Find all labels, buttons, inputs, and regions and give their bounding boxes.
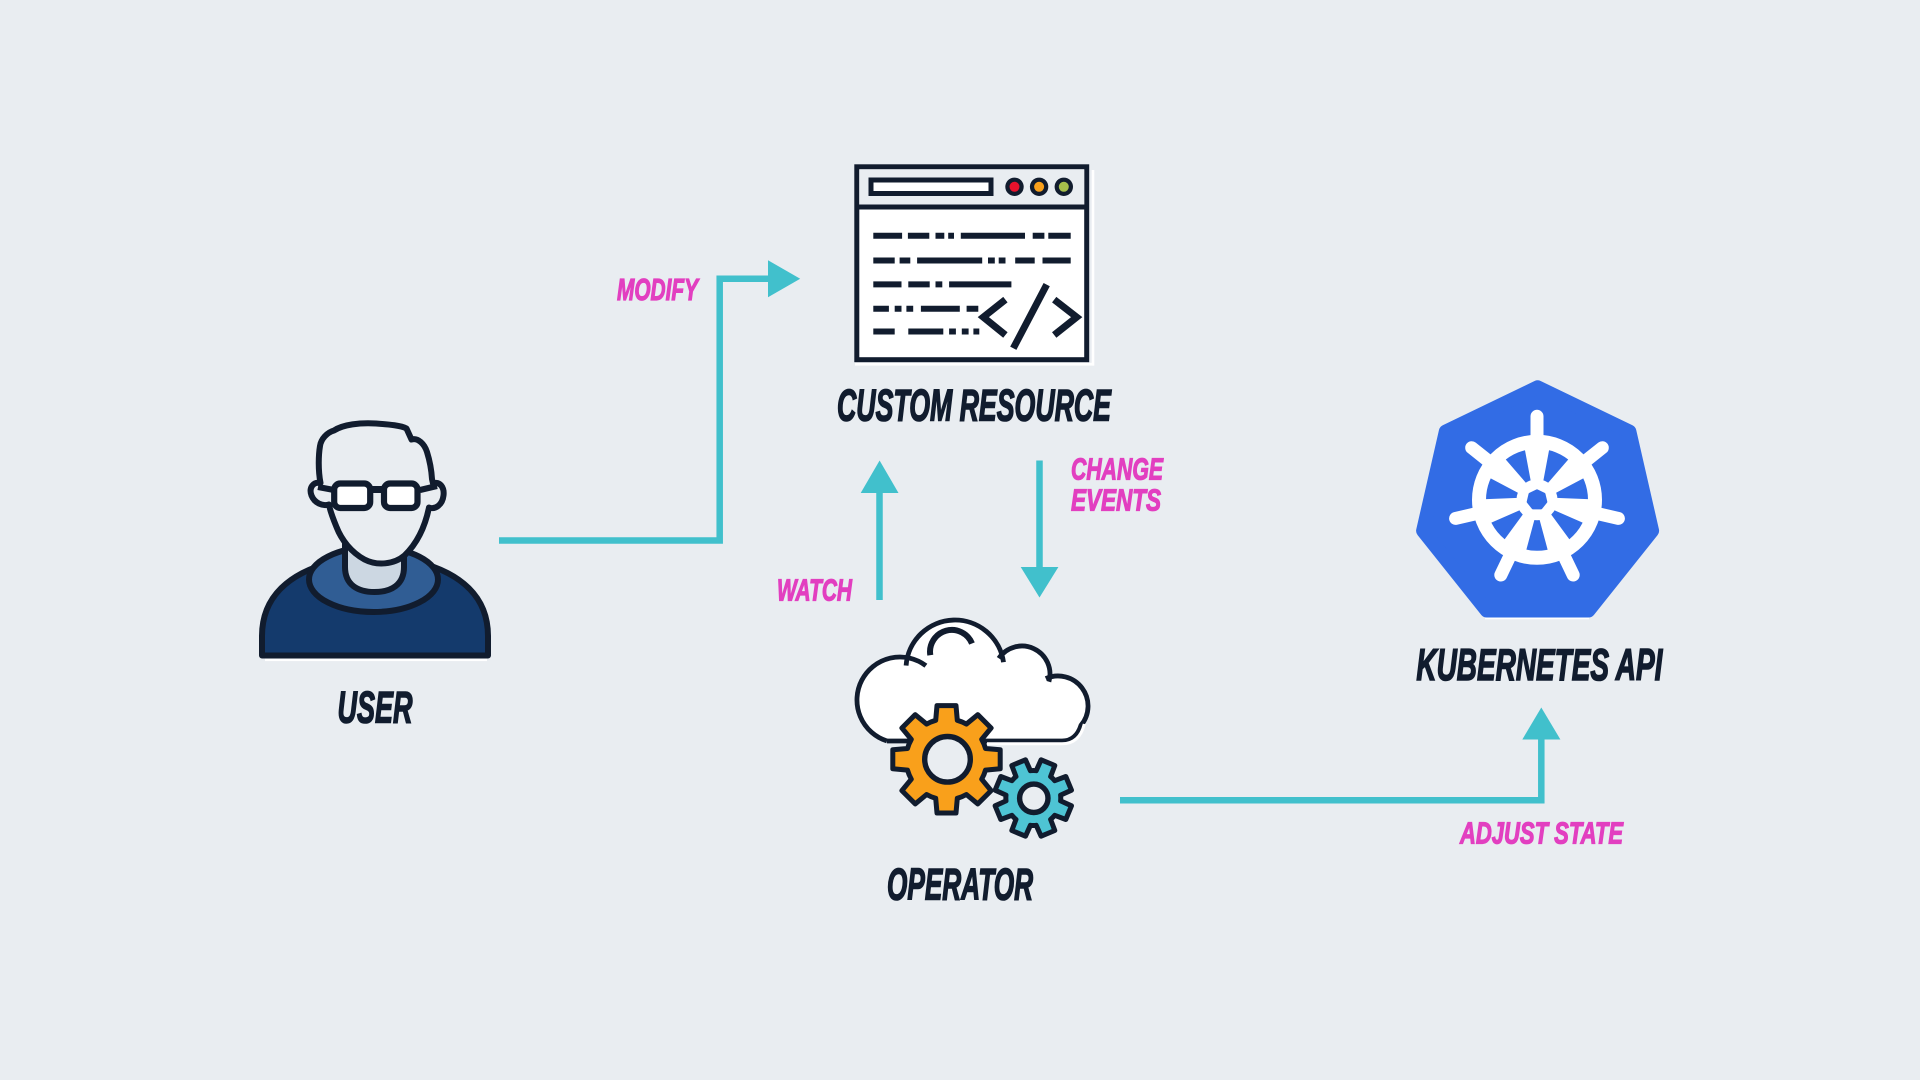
svg-text:KUBERNETES API: KUBERNETES API xyxy=(1416,641,1663,690)
svg-text:CUSTOM RESOURCE: CUSTOM RESOURCE xyxy=(837,382,1112,431)
svg-text:ADJUST STATE: ADJUST STATE xyxy=(1459,815,1624,850)
svg-text:OPERATOR: OPERATOR xyxy=(887,860,1033,909)
svg-text:EVENTS: EVENTS xyxy=(1071,483,1161,518)
svg-text:CHANGE: CHANGE xyxy=(1071,452,1164,487)
svg-text:USER: USER xyxy=(338,684,413,733)
svg-text:WATCH: WATCH xyxy=(777,572,852,607)
svg-text:MODIFY: MODIFY xyxy=(617,272,700,307)
